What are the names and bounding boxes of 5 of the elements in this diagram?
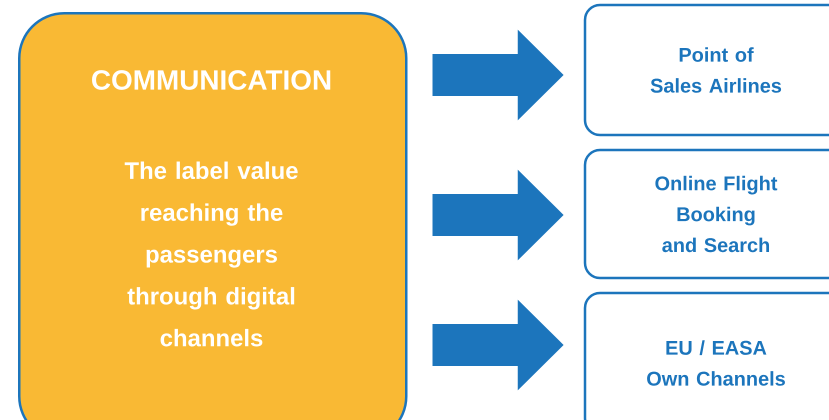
heading: COMMUNICATION — [92, 70, 330, 90]
text-box: Point of Sales Airlines — [584, 4, 829, 136]
text-box: Online Flight Booking and Search — [584, 148, 829, 280]
body-text: The label value reaching the passengers through digital channels — [124, 162, 298, 346]
text-box: EU / EASA Own Channels — [584, 292, 829, 420]
